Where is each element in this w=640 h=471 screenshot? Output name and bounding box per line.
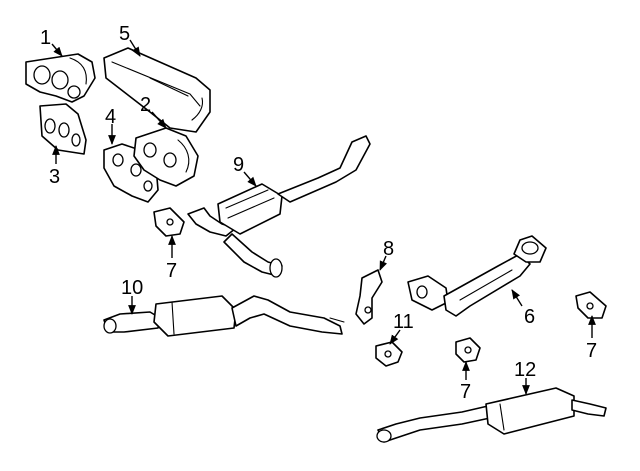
- part-7-bracket-c[interactable]: [455, 337, 481, 363]
- part-6-front-pipe[interactable]: [407, 235, 547, 317]
- part-5-heat-shield[interactable]: [103, 47, 211, 133]
- part-7-bracket-b[interactable]: [575, 291, 607, 319]
- part-7-bracket-a[interactable]: [153, 207, 185, 237]
- part-11-clamp[interactable]: [375, 341, 403, 367]
- callout-4[interactable]: 4: [105, 106, 116, 128]
- callout-9[interactable]: 9: [233, 154, 244, 176]
- callout-5[interactable]: 5: [119, 23, 130, 45]
- part-1-exhaust-manifold[interactable]: [25, 53, 96, 103]
- callout-7-left[interactable]: 7: [166, 260, 177, 282]
- part-8-hanger-bracket[interactable]: [355, 269, 383, 325]
- part-2-exhaust-manifold[interactable]: [133, 127, 199, 187]
- callout-labels: 1 5 2 4 3 7 9 8 10 6 7 11 7 12: [40, 23, 597, 403]
- callout-2[interactable]: 2: [140, 94, 151, 116]
- callout-10[interactable]: 10: [121, 277, 143, 299]
- callout-8[interactable]: 8: [383, 238, 394, 260]
- part-3-manifold-gasket[interactable]: [39, 103, 87, 155]
- part-9-converter-pipe[interactable]: [187, 135, 371, 278]
- part-10-muffler-pipe[interactable]: [103, 295, 345, 337]
- callout-3[interactable]: 3: [49, 166, 60, 188]
- callout-6[interactable]: 6: [524, 306, 535, 328]
- part-12-rear-muffler[interactable]: [376, 387, 607, 443]
- callout-7-right[interactable]: 7: [586, 340, 597, 362]
- callout-12[interactable]: 12: [514, 359, 536, 381]
- callout-7-center[interactable]: 7: [460, 381, 471, 403]
- leader-lines: [51, 39, 596, 395]
- callout-11[interactable]: 11: [393, 311, 414, 333]
- callout-1[interactable]: 1: [40, 27, 51, 49]
